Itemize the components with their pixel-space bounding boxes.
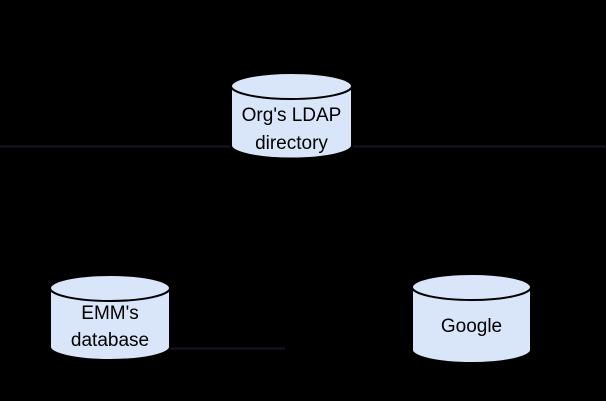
node-org-ldap-directory: Org's LDAP directory [230,72,353,160]
node-emm-database: EMM's database [49,274,171,361]
node-label-line: EMM's [81,303,138,324]
cylinder-body [230,86,353,160]
cylinder-body [411,287,532,364]
node-google: Google [411,273,532,364]
node-label-line: directory [255,133,328,154]
cylinder-top [230,72,353,100]
cylinder-top [49,274,171,302]
cylinder-body [49,288,171,361]
cylinder-top [411,273,532,301]
node-label-line: Google [441,316,502,337]
node-label-line: Org's LDAP [242,105,342,126]
node-label-line: database [71,330,149,351]
